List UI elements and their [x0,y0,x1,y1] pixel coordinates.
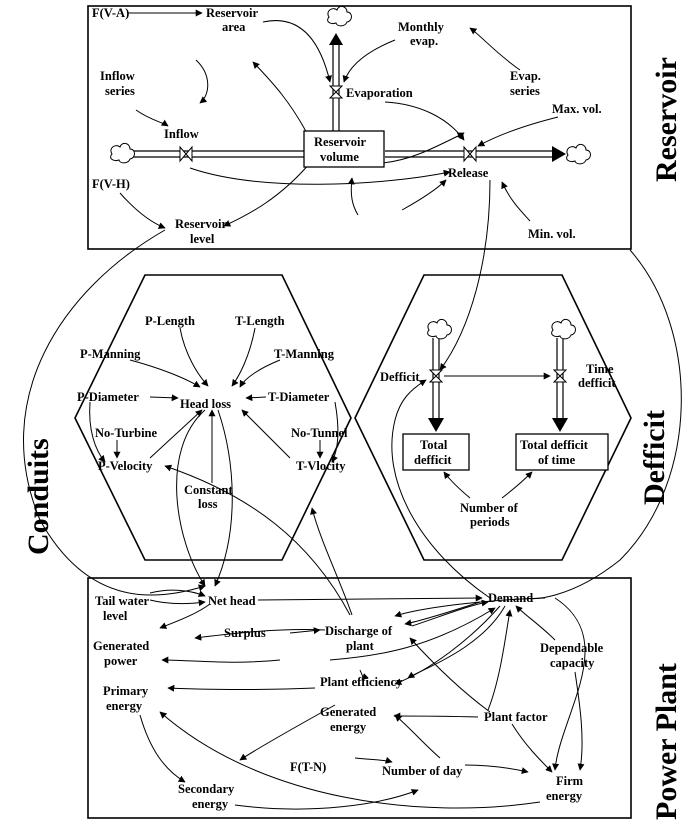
inflow-series-label: Inflow [100,69,135,83]
defficit-valve-icon [428,369,444,383]
primary-energy-label-2: energy [106,699,143,713]
conduits-links [89,327,353,616]
reservoir-level-label-2: level [190,232,215,246]
reservoir-volume-box [303,130,385,168]
p-manning-label: P-Manning [80,347,141,361]
total-defficit-of-time-box [515,433,609,471]
plant-efficiency-label: Plant efficiency [320,675,403,689]
time-defficit-pipe [552,338,568,432]
number-of-day-label: Number of day [382,764,463,778]
cloud-icon [327,5,352,27]
total-defficit-label-2: defficit [414,453,452,467]
surplus-label: Surplus [224,626,266,640]
reservoir-volume-label: Reservoir [314,135,367,149]
evaporation-label: Evaporation [346,86,413,100]
conduits-hexagon [74,274,352,561]
f-v-h-label: F(V-H) [92,177,130,191]
p-velocity-label: P-Velocity [98,459,153,473]
reservoir-level-label: Reservoir [175,217,228,231]
defficit-pipe [428,338,444,432]
number-of-periods-label-2: periods [470,515,510,529]
inflow-series-label-2: series [105,84,135,98]
head-loss-label: Head loss [180,397,231,411]
constant-loss-label: Constant [184,483,233,497]
cloud-icon [427,318,452,340]
t-vlocity-label: T-Vlocity [296,459,346,473]
firm-energy-label: Firm [556,774,584,788]
defficit-hexagon [354,274,632,561]
evap-series-label-2: series [510,84,540,98]
reservoir-area-label-2: area [222,20,246,34]
inflow-pipe [130,148,314,160]
cloud-icon [566,143,591,165]
generated-power-label: Generated [93,639,149,653]
firm-energy-label-2: energy [546,789,583,803]
release-label: Release [448,166,489,180]
primary-energy-label: Primary [103,684,149,698]
time-defficit-valve-icon [552,369,568,383]
reservoir-links [23,9,682,600]
p-length-label: P-Length [145,314,195,328]
evaporation-valve-icon [328,85,344,99]
section-title-power-plant: Power Plant [650,663,683,820]
constant-loss-label-2: loss [198,497,218,511]
cloud-icon [551,318,576,340]
tail-water-level-label: Tail water [95,594,149,608]
generated-energy-label-2: energy [330,720,367,734]
cloud-icon [110,142,135,164]
defficit-links [391,372,551,599]
number-of-periods-label: Number of [460,501,519,515]
monthly-evap-label: Monthly [398,20,445,34]
section-title-defficit: Defficit [638,410,671,505]
reservoir-area-label: Reservoir [206,6,259,20]
no-turbine-label: No-Turbine [95,426,158,440]
reservoir-volume-label-2: volume [320,150,359,164]
time-defficit-label-2: defficit [578,376,616,390]
secondary-energy-label: Secondary [178,782,235,796]
release-valve-icon [463,145,477,163]
tail-water-level-label-2: level [103,609,128,623]
plant-factor-label: Plant factor [484,710,548,724]
discharge-of-plant-label: Discharge of [325,624,393,638]
demand-label: Demand [488,591,533,605]
min-vol-label: Min. vol. [528,227,576,241]
reservoir-frame [87,5,632,250]
inflow-label: Inflow [164,127,199,141]
t-diameter-label: T-Diameter [268,390,330,404]
p-diameter-label: P-Diameter [77,390,139,404]
inflow-valve-icon [179,145,193,163]
power-plant-links [139,589,586,810]
evap-series-label: Evap. [510,69,541,83]
section-title-reservoir: Reservoir [650,57,683,182]
t-length-label: T-Length [235,314,285,328]
monthly-evap-label-2: evap. [410,34,438,48]
total-defficit-of-time-label: Total defficit [520,438,589,452]
evaporation-pipe [329,33,343,137]
defficit-label: Defficit [380,370,420,384]
total-defficit-box [402,433,470,471]
power-plant-frame [87,577,632,819]
f-v-a-label: F(V-A) [92,6,129,20]
total-defficit-label: Total [420,438,448,452]
secondary-energy-label-2: energy [192,797,229,811]
max-vol-label: Max. vol. [552,102,602,116]
time-defficit-label: Time [586,362,614,376]
net-head-label: Net head [208,594,256,608]
dependable-capacity-label-2: capacity [550,656,595,670]
generated-energy-label: Generated [320,705,376,719]
total-defficit-of-time-label-2: of time [538,453,576,467]
t-manning-label: T-Manning [274,347,335,361]
no-tunnel-label: No-Tunnel [291,426,348,440]
release-pipe [385,146,566,162]
discharge-of-plant-label-2: plant [346,639,375,653]
f-t-n-label: F(T-N) [290,760,326,774]
generated-power-label-2: power [104,654,138,668]
dependable-capacity-label: Dependable [540,641,604,655]
section-title-conduits: Conduits [22,438,55,555]
